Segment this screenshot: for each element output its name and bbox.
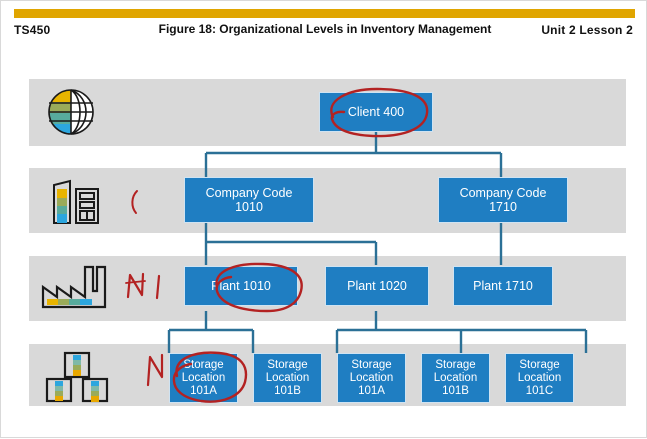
node-storage-location-4-value: 101B (442, 384, 469, 397)
office-building-icon (53, 179, 99, 224)
node-storage-location-3-label: Storage (351, 358, 392, 371)
node-storage-location-2-label2: Location (265, 371, 310, 384)
node-storage-location-2-value: 101B (274, 384, 301, 397)
node-storage-location-3-label2: Location (349, 371, 394, 384)
node-plant-1710: Plant 1710 (453, 266, 553, 306)
node-client-400-label: Client 400 (347, 105, 405, 119)
node-company-code-1710-value: 1710 (489, 200, 517, 214)
node-storage-location-5-label2: Location (517, 371, 562, 384)
unit-lesson: Unit 2 Lesson 2 (541, 23, 633, 37)
node-storage-location-4-label: Storage (435, 358, 476, 371)
node-plant-1020: Plant 1020 (325, 266, 429, 306)
node-client-400: Client 400 (319, 92, 433, 132)
globe-icon (48, 89, 94, 135)
node-storage-location-3: Storage Location 101A (337, 353, 406, 403)
node-storage-location-1-label2: Location (181, 371, 226, 384)
node-plant-1710-label: Plant 1710 (473, 279, 533, 293)
factory-icon (41, 265, 107, 309)
node-company-code-1010-label: Company Code (205, 186, 293, 200)
node-storage-location-3-value: 101A (358, 384, 385, 397)
course-code: TS450 (14, 23, 51, 37)
node-storage-location-2: Storage Location 101B (253, 353, 322, 403)
node-storage-location-1-label: Storage (183, 358, 224, 371)
node-company-code-1010-value: 1010 (235, 200, 263, 214)
accent-bar (14, 9, 635, 18)
node-storage-location-5-value: 101C (525, 384, 554, 397)
node-storage-location-5-label: Storage (519, 358, 560, 371)
node-plant-1020-label: Plant 1020 (347, 279, 407, 293)
node-company-code-1710-label: Company Code (459, 186, 547, 200)
figure-title: Figure 18: Organizational Levels in Inve… (158, 22, 492, 36)
node-storage-location-2-label: Storage (267, 358, 308, 371)
node-plant-1010-label: Plant 1010 (211, 279, 271, 293)
node-storage-location-4: Storage Location 101B (421, 353, 490, 403)
node-storage-location-5: Storage Location 101C (505, 353, 574, 403)
node-company-code-1010: Company Code 1010 (184, 177, 314, 223)
node-storage-location-1-value: 101A (190, 384, 217, 397)
storage-bins-icon (45, 351, 109, 403)
node-plant-1010: Plant 1010 (184, 266, 298, 306)
node-storage-location-1: Storage Location 101A (169, 353, 238, 403)
node-storage-location-4-label2: Location (433, 371, 478, 384)
node-company-code-1710: Company Code 1710 (438, 177, 568, 223)
